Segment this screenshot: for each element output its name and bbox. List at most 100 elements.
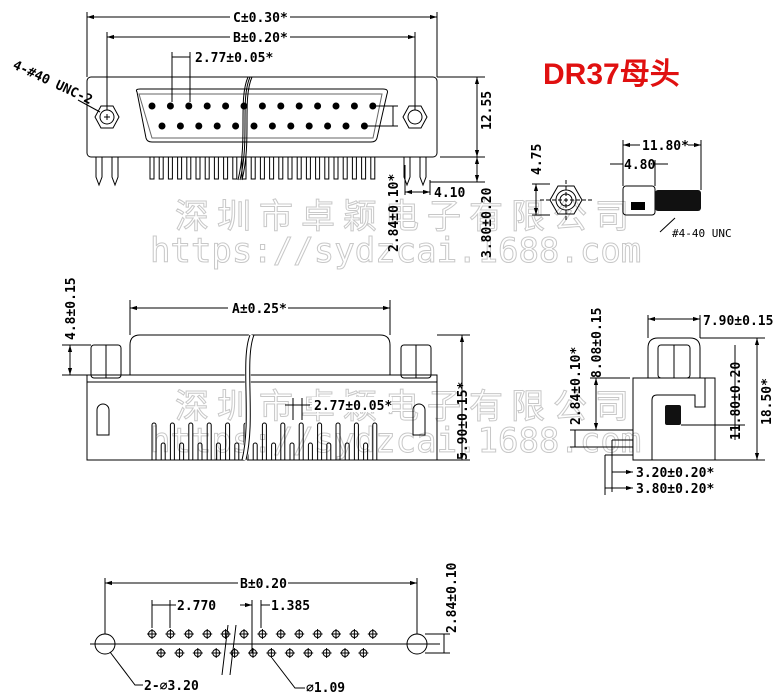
pin-hole-cross [367,629,378,639]
solder-leg [213,156,219,180]
solder-leg [324,156,330,180]
pin-hole-cross [340,648,350,658]
solder-leg [188,422,194,460]
pin-hole-cross [294,629,305,639]
dim-front-body: 5.90±0.15* [456,382,471,460]
solder-leg [241,156,247,180]
dim-standoff-length: 11.80* [642,139,689,154]
solder-leg [149,156,155,180]
standoff-detail: 4.75 11.80* 4.80 #4-40 UNC [530,138,732,240]
contact-pin [158,122,166,130]
solder-leg [177,156,183,180]
solder-leg [151,422,157,460]
dim-c: C±0.30* [233,11,288,26]
thread-label: 4-#40 UNC-2 [10,58,94,108]
contact-pin [166,102,174,110]
pin-hole-cross [266,648,277,658]
solder-leg [186,156,192,180]
pin-hole-cross [331,629,341,639]
pin-hole-cross [165,629,176,639]
dim-side-d1: 3.20±0.20* [636,466,714,481]
solder-leg [261,422,267,460]
pin-hole-cross [156,648,166,658]
pin-hole-cross [211,648,222,658]
dim-fp-b: B±0.20 [240,577,287,592]
dim-side-width: 7.90±0.15 [703,314,773,329]
pin-hole-cross [174,648,185,658]
pin-hole-cross [349,629,360,639]
dim-offset: 4.10 [434,186,465,201]
solder-leg [289,442,295,460]
contact-pin [185,102,193,110]
solder-leg [353,422,359,460]
contact-pin [268,122,276,130]
dim-side-total: 18.50* [760,378,775,425]
watermark-url: https://sydzcai.1688.com [150,231,641,271]
solder-leg [158,156,164,180]
solder-leg [167,156,173,180]
solder-leg [342,156,348,180]
solder-leg [296,156,302,180]
solder-leg [307,442,313,460]
pin-hole-cross [202,629,213,639]
pin-hole-cross [192,648,203,658]
watermark-url-2: https://sydzcai.1688.com [150,421,641,461]
pin-hole-cross [147,629,157,639]
solder-leg [169,422,175,460]
contact-pin [332,102,340,110]
dim-side-h1: 8.08±0.15 [590,308,605,378]
contact-pin [350,102,358,110]
dim-front-pitch: 2.77±0.05* [314,399,392,414]
dim-b: B±0.20* [233,31,288,46]
dim-pin-len: 3.80±0.20 [480,187,495,258]
contact-pin [258,102,266,110]
contact-pin [222,102,230,110]
dim-hex: 4.75 [530,144,545,175]
solder-leg [363,442,369,460]
solder-leg [287,156,293,180]
solder-leg [280,422,286,460]
watermark-company: 深圳市卓颖电子有限公司 [175,197,637,237]
pcb-footprint: B±0.20 2.770 1.385 2.84±0.10 2-⌀3.20 ⌀1.… [90,562,460,696]
contact-pin [176,122,184,130]
dim-row-pitch: 2.84±0.10* [387,174,402,252]
dim-fp-row: 2.84±0.10 [445,562,460,633]
pin-hole-cross [275,629,286,639]
solder-leg [160,442,166,460]
title: DR37母头 [543,58,680,91]
dim-hex-len: 4.80 [624,158,655,173]
contact-pin [250,122,258,130]
contact-pin [314,102,322,110]
solder-leg [223,156,229,180]
solder-leg [232,156,238,180]
contact-pin [195,122,203,130]
standoff-thread: #4-40 UNC [672,227,732,240]
solder-leg [315,156,321,180]
solder-leg [269,156,275,180]
dim-fp-half-pitch: 1.385 [271,599,310,614]
dim-height: 12.55 [480,91,495,130]
solder-leg [234,442,240,460]
contact-pin [232,122,240,130]
solder-leg [351,156,357,180]
solder-leg [361,156,367,180]
solder-leg [195,156,201,180]
pin-hole-cross [303,648,314,658]
watermark: 深圳市卓颖电子有限公司 https://sydzcai.1688.com 深圳市… [150,197,642,462]
solder-leg [335,422,341,460]
solder-leg [204,156,210,180]
solder-leg [179,442,185,460]
solder-leg [225,422,231,460]
pin-hole-cross [248,648,258,658]
pin-hole-cross [312,629,323,639]
solder-leg [344,442,350,460]
dim-side-h2: 11.80±0.20 [729,362,744,440]
pin-hole-cross [321,648,332,658]
front-view: A±0.25* 4.8±0.15 5.90±0.15* 2.77±0.05* [62,277,471,461]
contact-pin [277,102,285,110]
solder-leg [252,442,258,460]
solder-leg [197,442,203,460]
contact-pin [305,122,313,130]
dim-side-d2: 3.80±0.20* [636,482,714,497]
